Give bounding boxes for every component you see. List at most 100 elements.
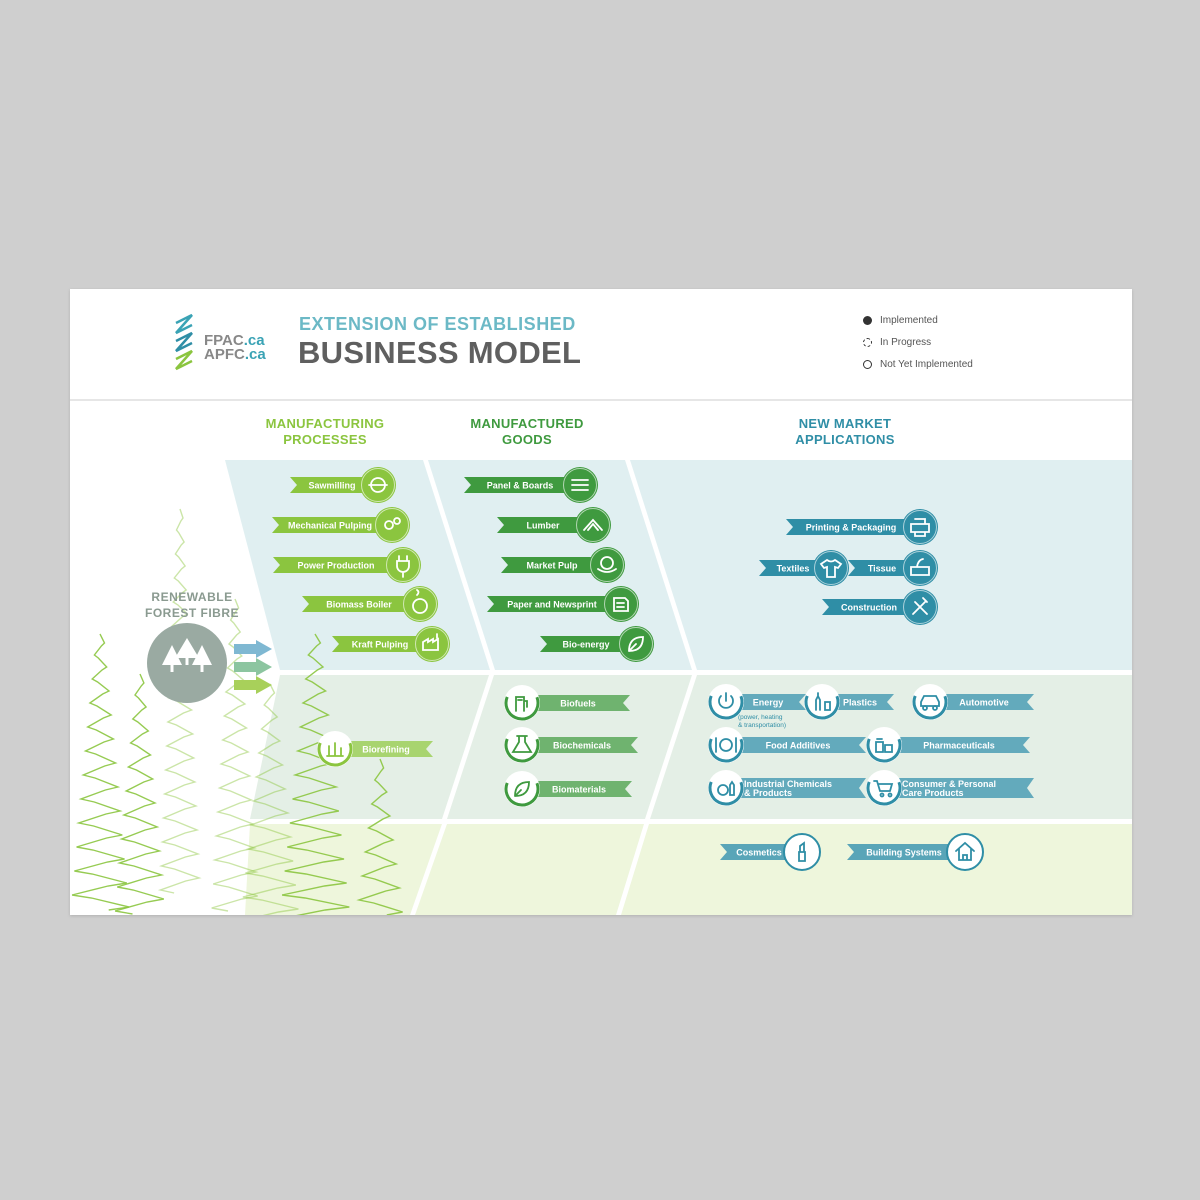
node-paper-newsprint[interactable]: Paper and Newsprint xyxy=(487,586,639,622)
node-energy[interactable]: Energy(power, heating& transportation) xyxy=(705,681,806,729)
source-circle xyxy=(147,623,227,703)
node-pharmaceuticals[interactable]: Pharmaceuticals xyxy=(863,724,1030,765)
legend-label: Implemented xyxy=(880,315,938,326)
band-row3-goods xyxy=(415,824,644,915)
node-automotive[interactable]: Automotive xyxy=(909,681,1034,722)
node-biorefining[interactable]: Biorefining xyxy=(314,728,433,769)
tools-icon xyxy=(912,597,928,615)
legend-not-implemented: Not Yet Implemented xyxy=(830,355,1014,375)
plate-icon xyxy=(715,737,737,753)
paper-stack-icon xyxy=(613,597,629,612)
tree-outline xyxy=(114,673,165,915)
boiler-icon xyxy=(412,589,428,614)
status-circle xyxy=(902,550,938,586)
legend-in-progress: In Progress xyxy=(830,333,1014,353)
node-label: Biorefining xyxy=(362,745,410,755)
leaf-plug-icon xyxy=(628,636,644,652)
status-circle xyxy=(504,727,540,763)
node-kraft-pulping[interactable]: Kraft Pulping xyxy=(332,626,450,662)
node-bio-energy[interactable]: Bio-energy xyxy=(540,626,654,662)
saw-blade-icon xyxy=(368,477,388,493)
node-label: Consumer & Personal xyxy=(902,779,996,789)
node-printing-packaging[interactable]: Printing & Packaging xyxy=(786,509,938,545)
flask-icon xyxy=(511,735,533,753)
node-label: Mechanical Pulping xyxy=(288,521,372,531)
node-biomass-boiler[interactable]: Biomass Boiler xyxy=(302,586,438,622)
flow-arrow xyxy=(234,640,272,658)
band-row3-processes xyxy=(245,824,442,915)
status-circle xyxy=(866,727,902,763)
label-ribbon xyxy=(736,694,806,710)
node-label: Biomass Boiler xyxy=(326,600,392,610)
label-ribbon xyxy=(464,477,570,493)
node-building-systems[interactable]: Building Systems xyxy=(847,833,984,871)
node-label: Cosmetics xyxy=(736,848,782,858)
node-sawmilling[interactable]: Sawmilling xyxy=(290,467,396,503)
title-subtitle: EXTENSION OF ESTABLISHED xyxy=(299,314,576,334)
status-circle xyxy=(589,547,625,583)
label-ribbon xyxy=(332,636,422,652)
tshirt-icon xyxy=(819,558,843,578)
node-label: Automotive xyxy=(959,698,1009,708)
status-circle xyxy=(866,770,902,806)
node-label: Kraft Pulping xyxy=(352,640,409,650)
node-power-production[interactable]: Power Production xyxy=(273,547,421,583)
status-circle xyxy=(414,626,450,662)
node-label: Biomaterials xyxy=(552,785,606,795)
node-label: Lumber xyxy=(526,521,560,531)
status-circle xyxy=(804,684,840,720)
node-label: Building Systems xyxy=(866,848,942,858)
node-label: Plastics xyxy=(843,698,877,708)
label-ribbon xyxy=(832,694,894,710)
node-food-additives[interactable]: Food Additives xyxy=(705,724,866,765)
label-ribbon xyxy=(272,517,382,533)
lumber-icon xyxy=(583,518,603,531)
node-construction[interactable]: Construction xyxy=(822,589,938,625)
status-circle xyxy=(374,507,410,543)
power-icon xyxy=(718,692,734,709)
node-label: Construction xyxy=(841,603,897,613)
node-label: Paper and Newsprint xyxy=(507,600,597,610)
node-cosmetics[interactable]: Cosmetics xyxy=(720,833,821,871)
gears-icon xyxy=(384,517,401,530)
node-biomaterials[interactable]: Biomaterials xyxy=(501,768,632,809)
flow-arrow xyxy=(234,658,272,676)
tree-outline xyxy=(242,683,299,915)
status-circle xyxy=(385,547,421,583)
node-industrial-chemicals[interactable]: Industrial Chemicals& Products xyxy=(705,767,866,808)
label-ribbon xyxy=(847,844,955,860)
bottles-icon xyxy=(815,692,831,711)
not-implemented-dot-icon xyxy=(863,360,872,369)
label-ribbon xyxy=(540,636,626,652)
logo-text-fpac: FPAC.ca xyxy=(204,332,265,349)
car-icon xyxy=(920,695,940,711)
plug-icon xyxy=(396,555,410,578)
node-textiles[interactable]: Textiles xyxy=(759,550,849,586)
node-tissue[interactable]: Tissue xyxy=(848,550,938,586)
label-ribbon xyxy=(940,694,1034,710)
node-label: Textiles xyxy=(777,564,810,574)
panels-icon xyxy=(571,479,589,491)
node-lumber[interactable]: Lumber xyxy=(497,507,611,543)
cart-icon xyxy=(873,780,894,798)
legend-implemented: Implemented xyxy=(830,311,1014,331)
label-ribbon xyxy=(497,517,583,533)
node-plastics[interactable]: Plastics xyxy=(801,681,894,722)
node-panel-boards[interactable]: Panel & Boards xyxy=(464,467,598,503)
node-label: Bio-energy xyxy=(562,640,609,650)
node-sublabel: & transportation) xyxy=(738,722,786,729)
node-mechanical-pulping[interactable]: Mechanical Pulping xyxy=(272,507,410,543)
node-label-line2: & Products xyxy=(744,788,792,798)
node-market-pulp[interactable]: Market Pulp xyxy=(501,547,625,583)
node-biofuels[interactable]: Biofuels xyxy=(501,682,630,723)
label-ribbon xyxy=(532,737,638,753)
status-circle xyxy=(504,685,540,721)
status-circle xyxy=(504,771,540,807)
node-biochemicals[interactable]: Biochemicals xyxy=(501,724,638,765)
node-label: Printing & Packaging xyxy=(806,523,897,533)
factory-icon xyxy=(422,633,439,651)
legend-label: Not Yet Implemented xyxy=(880,359,973,370)
fuel-pump-icon xyxy=(515,696,528,712)
